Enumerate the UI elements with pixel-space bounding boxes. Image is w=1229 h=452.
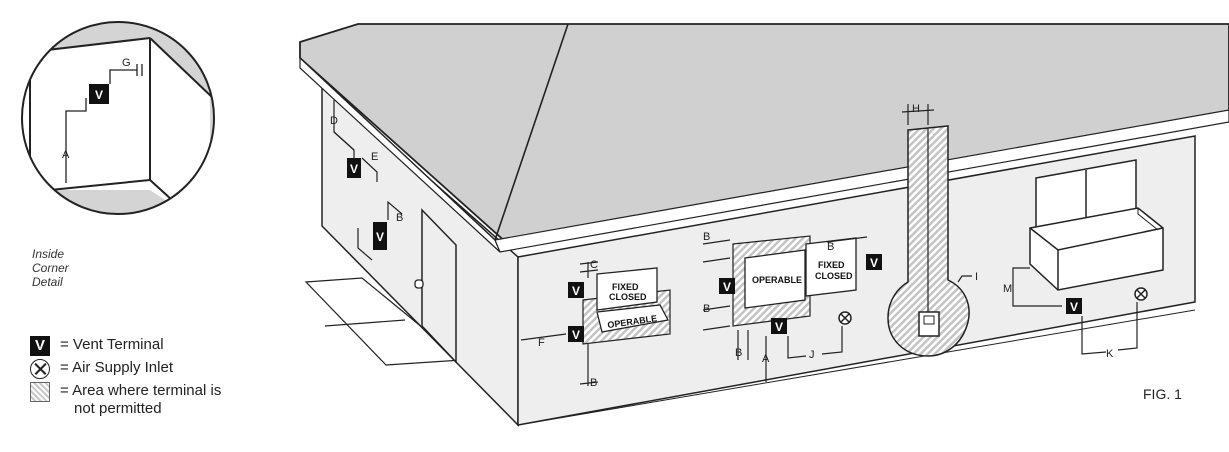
- vent-window1-lower-letter: V: [572, 328, 580, 342]
- vent-right-letter: V: [1070, 300, 1078, 314]
- label-a-inset: A: [62, 149, 70, 161]
- legend-area-line2: not permitted: [74, 400, 162, 417]
- label-b-w2-bottom: B: [735, 347, 742, 359]
- hatched-area-icon: [30, 382, 50, 402]
- label-b-w2-left: B: [703, 303, 710, 315]
- air-inlet-right: [1134, 287, 1148, 301]
- window1-fixed-line2: CLOSED: [609, 292, 647, 302]
- legend-air-text: = Air Supply Inlet: [60, 359, 173, 376]
- vent-terminal-icon: V: [30, 336, 50, 356]
- vent-left-upper-letter: V: [350, 162, 358, 176]
- label-e: E: [371, 151, 378, 163]
- air-inlet-window2: [838, 311, 852, 325]
- legend: V = Vent Terminal = Air Supply Inlet = A…: [30, 336, 221, 426]
- vent-window2-left-letter: V: [723, 280, 731, 294]
- window2-operable: OPERABLE: [752, 275, 802, 285]
- window2-fixed-line1: FIXED: [818, 260, 845, 270]
- figure-label: FIG. 1: [1143, 386, 1182, 402]
- inset-caption-line2: Corner: [32, 261, 69, 275]
- label-k: K: [1106, 348, 1114, 360]
- legend-item-area: = Area where terminal is not permitted: [30, 382, 221, 426]
- air-supply-inlet-icon: [30, 359, 50, 379]
- label-a: A: [762, 353, 770, 365]
- label-f: F: [538, 337, 545, 349]
- label-b-window1: B: [590, 377, 597, 389]
- window2-fixed-line2: CLOSED: [815, 271, 853, 281]
- legend-item-vent: V = Vent Terminal: [30, 336, 221, 359]
- window1-fixed-line1: FIXED: [612, 282, 639, 292]
- label-m: M: [1003, 283, 1012, 295]
- label-b-w2-right: B: [827, 241, 834, 253]
- label-c: C: [590, 259, 598, 271]
- label-g: G: [122, 57, 131, 69]
- inset-vent-letter: V: [95, 88, 103, 102]
- label-b-left: B: [396, 212, 403, 224]
- vent-window2-bottom-letter: V: [775, 320, 783, 334]
- legend-vent-text: = Vent Terminal: [60, 336, 164, 353]
- house: D V E V B FIXED CLOSED OPERABLE C V V F …: [299, 23, 1229, 427]
- label-j: J: [809, 349, 815, 361]
- inset-caption-line1: Inside: [32, 247, 65, 261]
- vent-left-lower-letter: V: [376, 230, 384, 244]
- vent-window1-upper-letter: V: [572, 284, 580, 298]
- label-d: D: [330, 115, 338, 127]
- inset-caption: Inside Corner Detail: [32, 247, 69, 289]
- inside-corner-detail: V G A: [21, 21, 215, 215]
- label-h: H: [912, 103, 920, 115]
- inset-caption-line3: Detail: [32, 275, 63, 289]
- label-i: I: [975, 271, 978, 283]
- label-b-w2-top: B: [703, 231, 710, 243]
- legend-item-air: = Air Supply Inlet: [30, 359, 221, 382]
- legend-area-line1: = Area where terminal is: [60, 382, 222, 399]
- vent-window2-right-letter: V: [870, 256, 878, 270]
